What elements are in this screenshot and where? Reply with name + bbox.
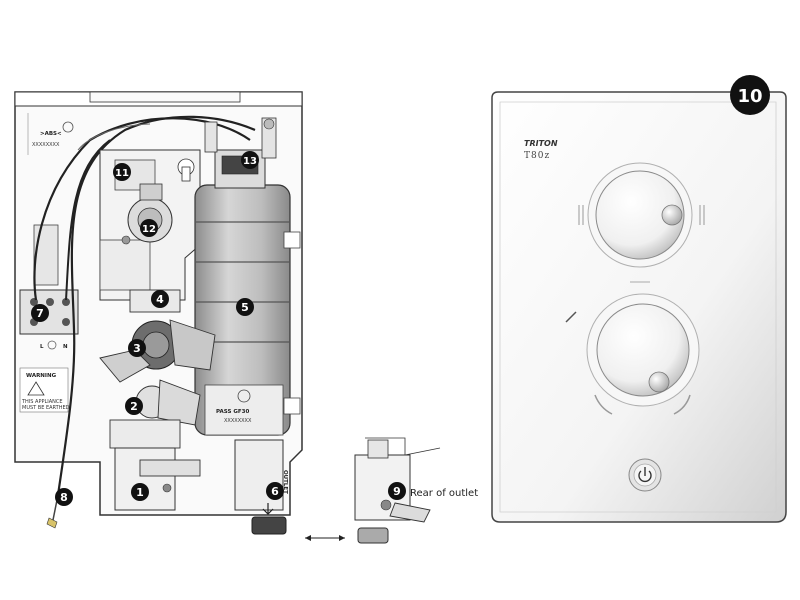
rear-outlet-caption: Rear of outlet	[410, 488, 478, 499]
callout-9: 9	[388, 482, 406, 500]
power-selector-knob[interactable]	[586, 293, 700, 407]
temperature-knob-grip-icon	[661, 204, 683, 226]
backplate-assembly: >ABS< XXXXXXXX L N WARNING THIS APPLIANC…	[14, 91, 303, 535]
callout-layer: 1 2 3 4 5 6 7 8 9 10 11 12 13	[31, 75, 770, 506]
svg-text:12: 12	[142, 224, 156, 235]
start-stop-button[interactable]	[628, 458, 662, 492]
warning-title: WARNING	[26, 373, 57, 379]
outlet-text: OUTLET	[282, 470, 288, 494]
svg-text:5: 5	[241, 301, 249, 314]
recycle-mark-can	[237, 389, 251, 403]
terminal-l-label: L	[40, 344, 44, 350]
svg-text:11: 11	[115, 168, 129, 179]
callout-6: 6	[266, 482, 284, 500]
callout-7: 7	[31, 304, 49, 322]
warning-triangle-icon	[27, 381, 45, 396]
callout-3: 3	[128, 339, 146, 357]
svg-text:9: 9	[393, 485, 401, 498]
svg-text:4: 4	[156, 293, 164, 306]
recycle-mark-top	[62, 121, 74, 133]
temperature-knob[interactable]	[587, 162, 693, 268]
pass-code: PASS GF30	[216, 409, 249, 415]
svg-text:2: 2	[130, 400, 138, 413]
brand-name: TRITON	[524, 139, 558, 148]
svg-text:7: 7	[36, 307, 44, 320]
front-cover: TRITON T80z	[491, 91, 787, 523]
serial-top: XXXXXXXX	[32, 142, 60, 148]
callout-10: 10	[730, 75, 770, 115]
callout-8: 8	[55, 488, 73, 506]
callout-12: 12	[140, 219, 158, 237]
cable-earth	[56, 115, 256, 496]
svg-text:6: 6	[271, 485, 279, 498]
svg-text:13: 13	[243, 156, 257, 167]
callout-2: 2	[125, 397, 143, 415]
terminal-block	[19, 289, 79, 335]
callout-1: 1	[131, 483, 149, 501]
rear-outlet-arrow	[305, 535, 345, 541]
power-knob-grip-icon	[648, 371, 670, 393]
model-name: T80z	[524, 151, 550, 161]
callout-11: 11	[113, 163, 131, 181]
serial-can: XXXXXXXX	[224, 418, 252, 424]
callout-13: 13	[241, 151, 259, 169]
terminal-n-label: N	[63, 344, 68, 350]
cable-neutral	[65, 139, 111, 301]
svg-text:10: 10	[737, 86, 762, 107]
callout-4: 4	[151, 290, 169, 308]
callout-5: 5	[236, 298, 254, 316]
svg-text:3: 3	[133, 342, 141, 355]
rear-outlet-inset: Rear of outlet	[354, 437, 478, 544]
svg-text:1: 1	[136, 486, 144, 499]
svg-text:8: 8	[60, 491, 68, 504]
warning-line-2: MUST BE EARTHED	[22, 405, 70, 411]
backplate-top-notch	[89, 91, 241, 103]
warning-line-1: THIS APPLIANCE	[21, 399, 63, 405]
power-icon	[638, 467, 652, 483]
material-mark: >ABS<	[40, 131, 62, 137]
